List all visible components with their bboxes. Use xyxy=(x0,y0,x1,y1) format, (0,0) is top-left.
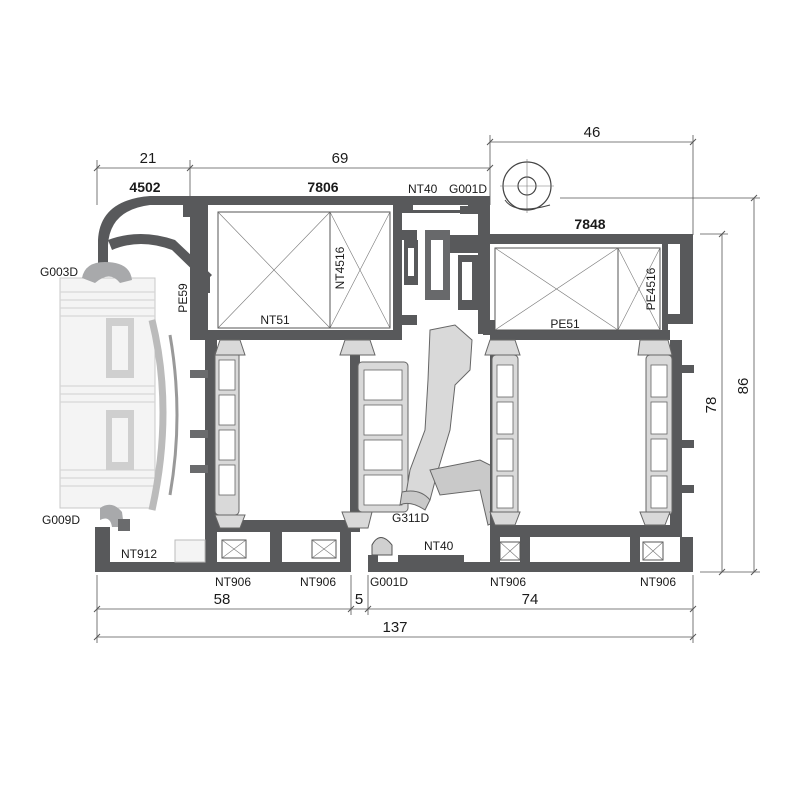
glazing-unit xyxy=(59,277,179,511)
dim-top-46: 46 xyxy=(584,124,601,141)
label-g001d-bottom: G001D xyxy=(370,575,408,589)
dimension-lines xyxy=(93,135,760,643)
sash-frame-profile-7806 xyxy=(183,196,490,340)
left-frame-body xyxy=(174,339,409,572)
dim-right-86: 86 xyxy=(735,378,752,395)
label-nt4516: NT4516 xyxy=(333,246,347,289)
label-nt906-1: NT906 xyxy=(215,575,251,589)
center-thermal-break xyxy=(399,230,501,526)
dimension-labels: 21 69 46 78 86 58 5 74 137 xyxy=(140,124,752,636)
dim-bottom-58: 58 xyxy=(214,591,231,608)
dim-top-21: 21 xyxy=(140,150,157,167)
label-pe4516: PE4516 xyxy=(644,267,658,310)
label-nt51: NT51 xyxy=(260,313,290,327)
label-nt906-4: NT906 xyxy=(640,575,676,589)
label-nt906-2: NT906 xyxy=(300,575,336,589)
dim-bottom-74: 74 xyxy=(522,591,539,608)
label-g009d: G009D xyxy=(42,513,80,527)
label-pe51: PE51 xyxy=(550,317,580,331)
profile-code-labels: 4502 7806 7848 xyxy=(129,179,605,232)
label-g001d-top: G001D xyxy=(449,182,487,196)
bottom-left-bead xyxy=(95,504,175,572)
label-nt912: NT912 xyxy=(121,547,157,561)
component-labels: G003D G009D NT912 PE59 NT51 NT4516 NT40 … xyxy=(40,182,676,589)
label-pe59: PE59 xyxy=(176,283,190,313)
dim-right-78: 78 xyxy=(703,397,720,414)
code-7806: 7806 xyxy=(307,179,338,195)
dim-bottom-137: 137 xyxy=(382,619,407,636)
code-4502: 4502 xyxy=(129,179,160,195)
label-nt40-bottom: NT40 xyxy=(424,539,454,553)
dim-top-69: 69 xyxy=(332,150,349,167)
code-7848: 7848 xyxy=(574,216,605,232)
label-nt906-3: NT906 xyxy=(490,575,526,589)
dim-bottom-5: 5 xyxy=(355,591,363,608)
right-sash-profile-7848 xyxy=(368,234,694,572)
label-nt40-top: NT40 xyxy=(408,182,438,196)
hinge-element xyxy=(460,159,554,214)
label-g003d: G003D xyxy=(40,265,78,279)
label-g311d: G311D xyxy=(392,511,429,525)
